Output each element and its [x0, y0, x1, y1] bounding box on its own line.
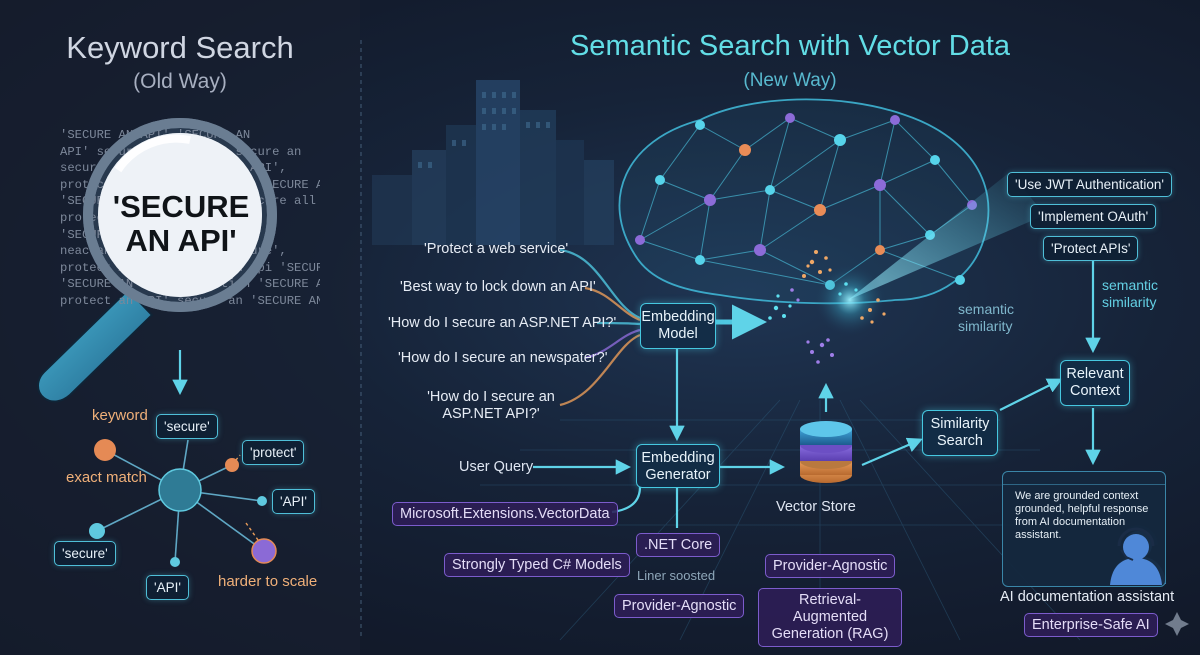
result-oauth: 'Implement OAuth' [1030, 204, 1157, 229]
semantic-similarity-right-label: semantic similarity [1102, 277, 1159, 310]
relevant-context-box: Relevant Context [1060, 360, 1130, 406]
keyword-label: keyword [92, 407, 148, 424]
embedding-model-box: Embedding Model [640, 303, 716, 349]
result-jwt: 'Use JWT Authentication' [1007, 172, 1172, 197]
keyword-graph [89, 350, 277, 567]
glow-core [814, 264, 886, 336]
vector-store-database [800, 421, 852, 483]
query-5: 'How do I secure an ASP.NET API?' [427, 389, 555, 422]
tag-rag: Retrieval-Augmented Generation (RAG) [758, 588, 902, 647]
light-beam [848, 172, 1045, 300]
result-protect-apis: 'Protect APIs' [1043, 236, 1139, 261]
vector-store-label: Vector Store [776, 499, 856, 515]
semantic-similarity-label: semantic similarity [958, 301, 1015, 334]
left-subtitle: (Old Way) [133, 70, 227, 93]
sparkle-icon [1165, 612, 1189, 636]
query-2: 'Best way to lock down an API' [400, 279, 596, 295]
term-api-right: 'API' [272, 489, 315, 514]
harder-to-scale-label: harder to scale [218, 573, 318, 590]
tag-enterprise: Enterprise-Safe AI [1024, 613, 1158, 637]
tag-provider-agnostic-1: Provider-Agnostic [765, 554, 896, 578]
tag-provider-agnostic-2: Provider-Agnostic [614, 594, 745, 618]
response-text: We are grounded context grounded, helpfu… [1015, 490, 1149, 541]
right-subtitle: (New Way) [743, 70, 837, 91]
embedding-generator-box: Embedding Generator [636, 444, 720, 488]
lens-text: 'SECURE AN API' [112, 189, 250, 258]
assistant-label: AI documentation assistant [1000, 589, 1175, 605]
right-title: Semantic Search with Vector Data [569, 30, 1011, 62]
term-protect: 'protect' [242, 440, 305, 465]
tag-strongly-typed: Strongly Typed C# Models [444, 553, 630, 577]
similarity-search-box: Similarity Search [922, 410, 998, 456]
term-secure-bottom: 'secure' [54, 541, 116, 566]
query-3: 'How do I secure an ASP.NET API?' [388, 315, 617, 331]
exact-match-label: exact match [66, 469, 147, 486]
liner-label: Liner soosted [637, 568, 716, 583]
term-secure-top: 'secure' [156, 414, 218, 439]
left-title: Keyword Search [66, 30, 294, 65]
flow-arrows [533, 260, 1101, 528]
term-api-bottom: 'API' [146, 575, 189, 600]
noise-line: protect an API' secure an 'SECURE AN API… [60, 293, 320, 308]
tag-vectordata: Microsoft.Extensions.VectorData [392, 502, 618, 526]
card-titlebar [1003, 472, 1165, 485]
query-1: 'Protect a web service' [424, 241, 569, 257]
tag-netcore: .NET Core [636, 533, 721, 557]
query-flow-lines [559, 248, 641, 407]
user-query-label: User Query [459, 459, 534, 475]
query-4: 'How do I secure an newspater?' [398, 350, 608, 366]
vector-clusters [768, 250, 886, 364]
city-skyline [372, 80, 614, 245]
